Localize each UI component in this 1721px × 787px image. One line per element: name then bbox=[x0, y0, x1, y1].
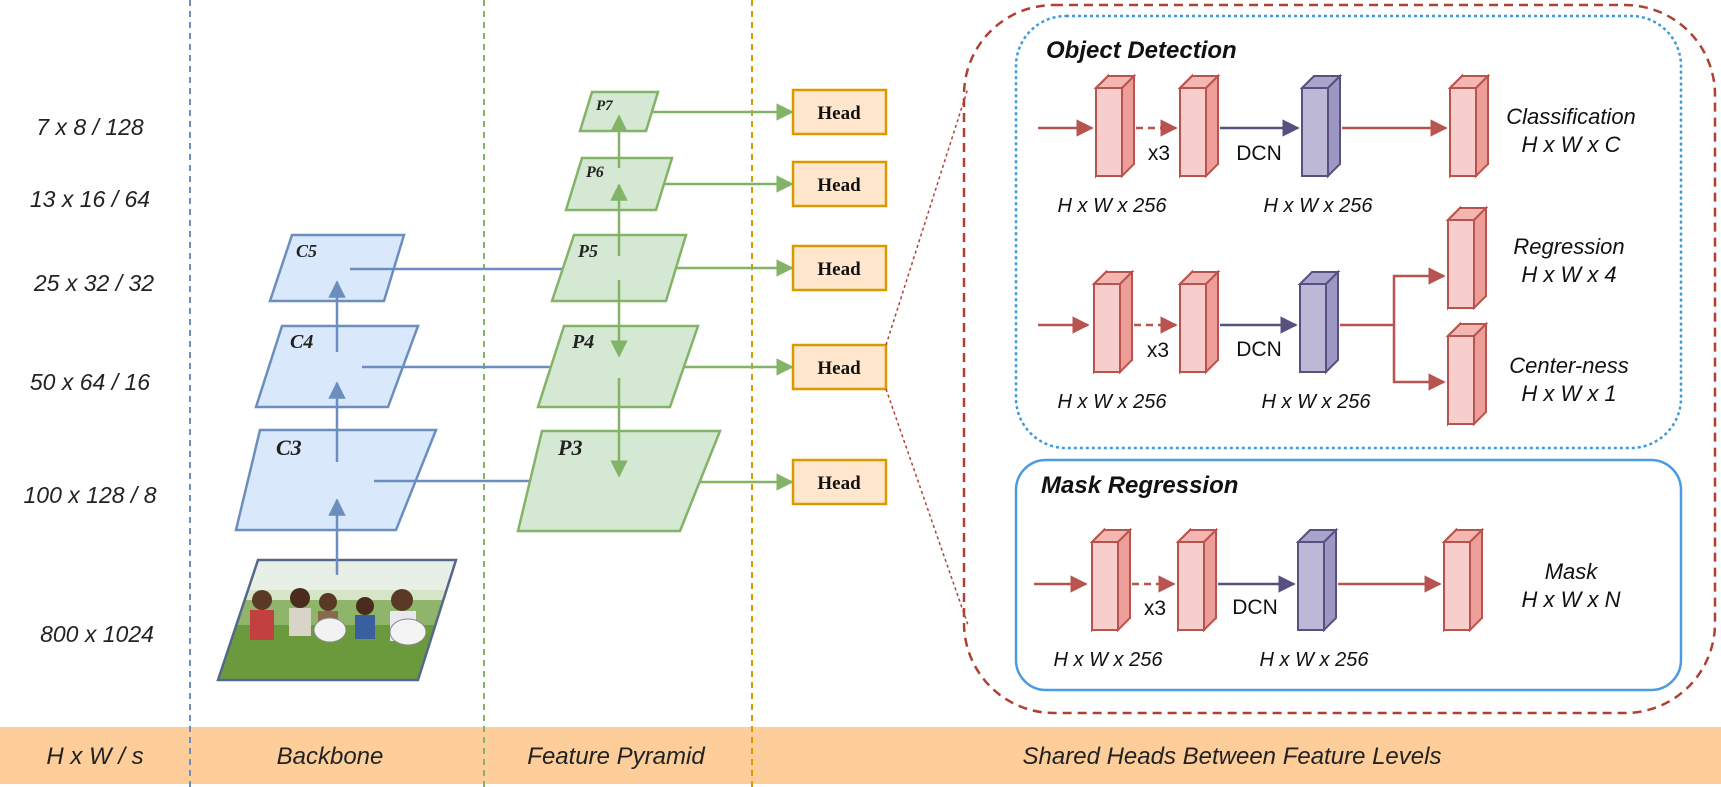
mask-dim-second: H x W x 256 bbox=[1260, 649, 1370, 671]
scale-label-p5: 25 x 32 / 32 bbox=[33, 270, 154, 296]
od-row2-dim-second: H x W x 256 bbox=[1262, 391, 1372, 413]
head-p3-label: Head bbox=[817, 473, 861, 494]
scale-label-p7: 7 x 8 / 128 bbox=[36, 114, 144, 140]
backbone-c5-label: C5 bbox=[296, 241, 317, 261]
pyramid-p3-label: P3 bbox=[557, 435, 582, 460]
head-p4: Head bbox=[791, 343, 888, 391]
od-row2-dim-first: H x W x 256 bbox=[1058, 391, 1168, 413]
classification-name: Classification bbox=[1506, 104, 1636, 129]
backbone: C3 C4 C5 bbox=[216, 233, 606, 682]
pyramid-p6-label: P6 bbox=[585, 164, 604, 181]
scale-label-p4: 50 x 64 / 16 bbox=[30, 369, 150, 395]
head-p4-label: Head bbox=[817, 358, 861, 379]
footer-col-scale: H x W / s bbox=[46, 743, 143, 770]
backbone-c4-label: C4 bbox=[290, 331, 313, 353]
pyramid-p4 bbox=[536, 324, 700, 409]
head-p6-label: Head bbox=[817, 175, 861, 196]
shared-head-outline bbox=[962, 3, 1717, 715]
mask-dim-first: H x W x 256 bbox=[1054, 649, 1164, 671]
mask-regression-title: Mask Regression bbox=[1041, 472, 1238, 499]
pyramid-p7-label: P7 bbox=[596, 98, 613, 114]
object-detection-group: Object Detection x3 DCN H x W x 256 H x … bbox=[1014, 14, 1683, 450]
backbone-c3-label: C3 bbox=[276, 435, 302, 460]
scale-labels: 7 x 8 / 128 13 x 16 / 64 25 x 32 / 32 50… bbox=[24, 114, 157, 647]
scale-label-p6: 13 x 16 / 64 bbox=[30, 186, 150, 212]
scale-label-p3: 100 x 128 / 8 bbox=[24, 482, 157, 508]
footer-band bbox=[0, 727, 1721, 784]
pyramid-p5-label: P5 bbox=[577, 241, 598, 261]
regression-shape: H x W x 4 bbox=[1521, 262, 1616, 287]
footer-col-heads: Shared Heads Between Feature Levels bbox=[1023, 743, 1442, 770]
od-row1-dim-first: H x W x 256 bbox=[1058, 195, 1168, 217]
od-row2-repeat: x3 bbox=[1147, 339, 1169, 362]
mask-regression-group: Mask Regression x3 DCN H x W x 256 H x W… bbox=[1014, 458, 1683, 692]
backbone-c4 bbox=[254, 324, 420, 409]
footer-col-backbone: Backbone bbox=[277, 743, 384, 770]
od-row2-dcn: DCN bbox=[1236, 338, 1282, 361]
pyramid-p3 bbox=[516, 429, 722, 533]
mask-repeat: x3 bbox=[1144, 597, 1166, 620]
object-detection-title: Object Detection bbox=[1046, 37, 1237, 64]
head-p5: Head bbox=[791, 244, 888, 292]
regression-name: Regression bbox=[1513, 234, 1624, 259]
od-row1-repeat: x3 bbox=[1148, 142, 1170, 165]
od-row1-dim-second: H x W x 256 bbox=[1264, 195, 1374, 217]
classification-shape: H x W x C bbox=[1522, 132, 1621, 157]
mask-output-name: Mask bbox=[1545, 559, 1599, 584]
zoom-line-bottom bbox=[885, 388, 969, 626]
footer-col-pyramid: Feature Pyramid bbox=[527, 743, 705, 770]
feature-pyramid: P3 P4 P5 P6 P7 bbox=[516, 90, 794, 533]
scale-label-input: 800 x 1024 bbox=[40, 621, 154, 647]
mask-dcn: DCN bbox=[1232, 596, 1278, 619]
pyramid-p7 bbox=[578, 90, 660, 133]
od-row1-dcn: DCN bbox=[1236, 142, 1282, 165]
backbone-c5 bbox=[268, 233, 406, 303]
centerness-shape: H x W x 1 bbox=[1521, 381, 1616, 406]
head-p7: Head bbox=[791, 88, 888, 136]
pyramid-p4-label: P4 bbox=[571, 331, 594, 353]
zoom-line-top bbox=[885, 87, 969, 346]
centerness-name: Center-ness bbox=[1509, 353, 1628, 378]
mask-output-shape: H x W x N bbox=[1522, 587, 1621, 612]
pyramid-p5 bbox=[550, 233, 688, 303]
heads: Head Head Head Head Head bbox=[791, 88, 888, 506]
backbone-c3 bbox=[234, 428, 438, 532]
head-p6: Head bbox=[791, 160, 888, 208]
head-p5-label: Head bbox=[817, 259, 861, 280]
head-p7-label: Head bbox=[817, 103, 861, 124]
input-image bbox=[216, 558, 458, 682]
head-p3: Head bbox=[791, 458, 888, 506]
